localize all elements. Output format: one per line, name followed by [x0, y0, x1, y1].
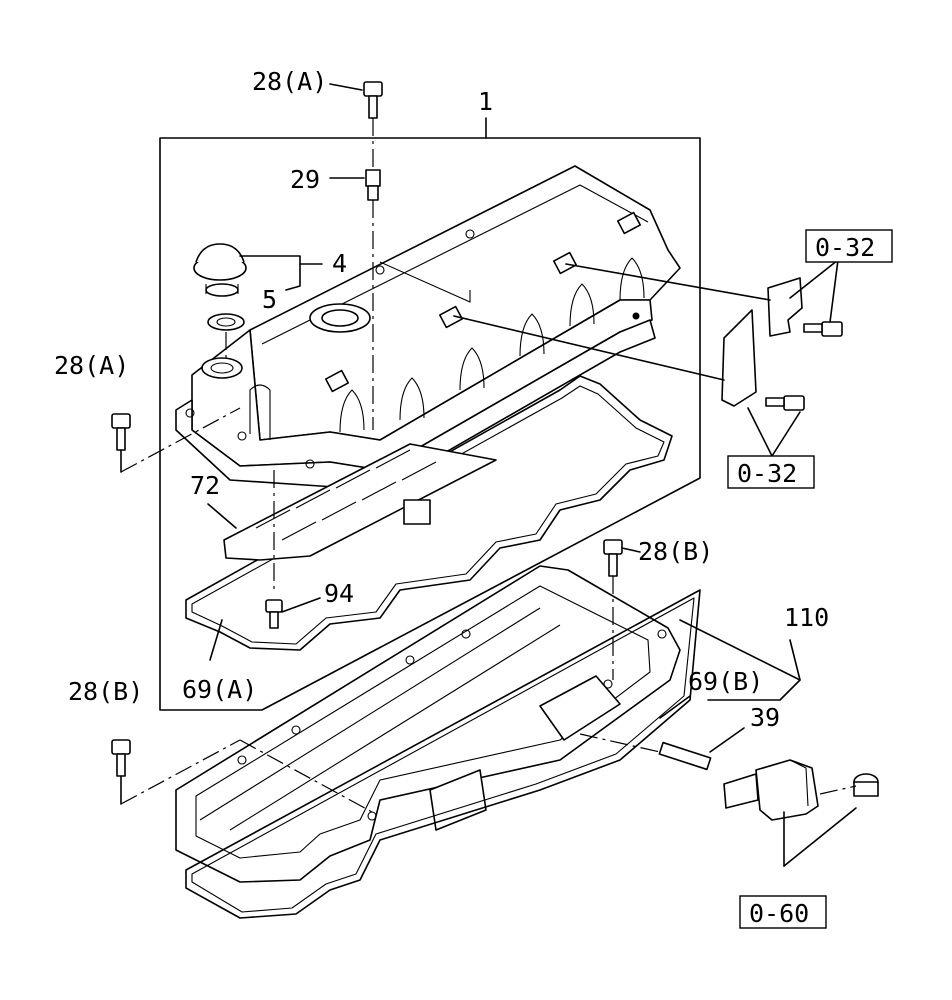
callout-labels: 28(A) 1 29 4 5 28(A) 72 94 69(A) 28(B) 1…: [54, 67, 829, 732]
label-4: 4: [332, 249, 347, 278]
bracket-top: [767, 277, 843, 337]
bolt-94: [265, 599, 283, 629]
ref-060: 0-60: [749, 899, 809, 928]
label-28b-right: 28(B): [638, 537, 713, 566]
bolt-28b-right: [603, 539, 623, 577]
ref-box-032-bottom: [727, 455, 815, 489]
ref-box-060: [739, 895, 827, 929]
stud-39: [658, 741, 712, 771]
stud-29: [365, 169, 381, 201]
label-28b-left: 28(B): [68, 677, 143, 706]
label-69a: 69(A): [182, 675, 257, 704]
oil-filler-cap-4: [193, 243, 247, 297]
label-72: 72: [190, 471, 220, 500]
bolt-28b-left: [111, 739, 131, 777]
ref-032-bottom: 0-32: [737, 459, 797, 488]
label-110: 110: [784, 603, 829, 632]
gasket-69a: [185, 375, 673, 651]
reference-boxes: 0-32 0-32 0-60: [727, 229, 893, 929]
gasket-69b: [185, 589, 701, 919]
label-39: 39: [750, 703, 780, 732]
sensor-assembly: [723, 759, 879, 821]
bracket-bottom: [721, 309, 805, 411]
label-29: 29: [290, 165, 320, 194]
label-1: 1: [478, 87, 493, 116]
cylinder-head-cover: [175, 165, 681, 491]
baffle-plate-72: [223, 443, 497, 561]
label-28a-top: 28(A): [252, 67, 327, 96]
lower-case-110: [175, 565, 681, 883]
ref-032-top: 0-32: [815, 233, 875, 262]
assembly-frame-1: [159, 117, 701, 711]
leader-lines: [120, 83, 857, 867]
label-94: 94: [324, 579, 354, 608]
label-69b: 69(B): [688, 667, 763, 696]
bolt-28a-left: [111, 413, 131, 451]
ref-box-032-top: [805, 229, 893, 263]
seal-ring-5: [207, 313, 245, 331]
label-5: 5: [262, 285, 277, 314]
label-28a-left: 28(A): [54, 351, 129, 380]
bolt-28a-top: [363, 81, 383, 119]
